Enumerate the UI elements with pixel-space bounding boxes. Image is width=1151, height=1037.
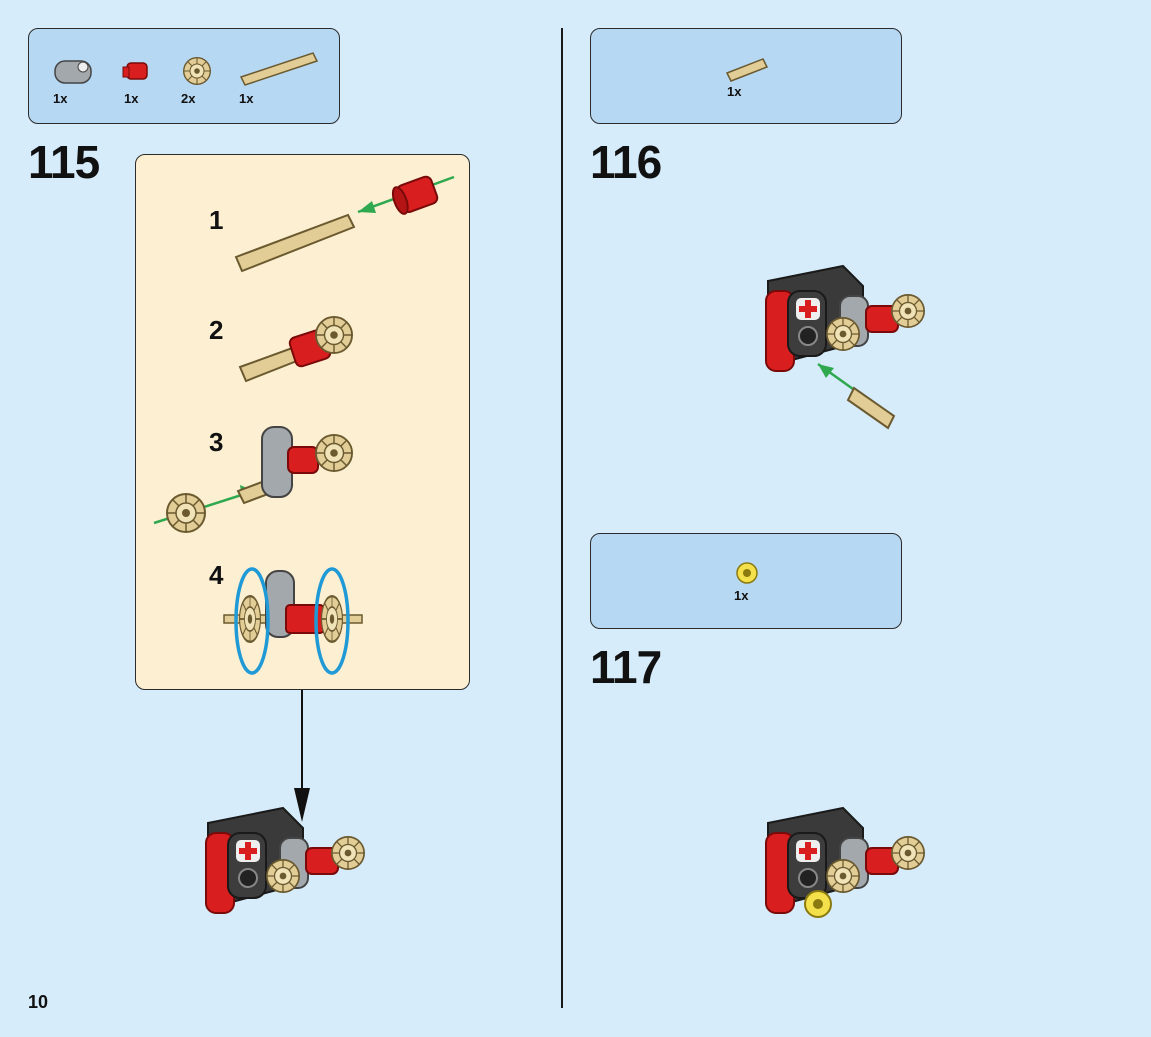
substep-2-illustration <box>238 316 353 383</box>
part-qty: 1x <box>734 588 749 603</box>
part-qty: 2x <box>181 91 196 106</box>
step-number-115: 115 <box>28 136 100 188</box>
part-qty: 1x <box>239 91 254 106</box>
tan-short-axle-icon <box>725 58 769 82</box>
step-117-model <box>748 808 948 918</box>
step-115-model <box>188 808 388 938</box>
part-qty: 1x <box>53 91 68 106</box>
parts-box-step-115: 1x 1x 2x 1x <box>28 28 340 124</box>
substep-number-3: 3 <box>209 427 224 457</box>
substep-4-illustration <box>223 567 363 675</box>
substep-box: 1 2 3 4 <box>135 154 470 690</box>
part-qty: 1x <box>727 84 742 99</box>
part-qty: 1x <box>124 91 139 106</box>
substep-1-illustration <box>234 175 455 273</box>
parts-box-step-116: 1x <box>590 28 902 124</box>
yellow-bush-icon <box>736 562 758 584</box>
red-bush-icon <box>122 62 148 80</box>
column-divider <box>561 28 563 1008</box>
substep-3-illustration <box>153 426 353 533</box>
substep-number-4: 4 <box>209 560 224 590</box>
callout-circle-right <box>314 567 350 675</box>
callout-circle-left <box>234 567 270 675</box>
page-number: 10 <box>28 992 49 1012</box>
step-number-116: 116 <box>590 136 662 188</box>
gray-pin-connector-icon <box>54 60 92 84</box>
substep-number-1: 1 <box>209 205 224 235</box>
parts-box-step-117: 1x <box>590 533 902 629</box>
substep-illustrations <box>153 175 455 675</box>
step-116-model <box>748 266 948 430</box>
substep-number-2: 2 <box>209 315 224 345</box>
step-number-117: 117 <box>590 641 662 693</box>
tan-axle-icon <box>239 52 319 86</box>
